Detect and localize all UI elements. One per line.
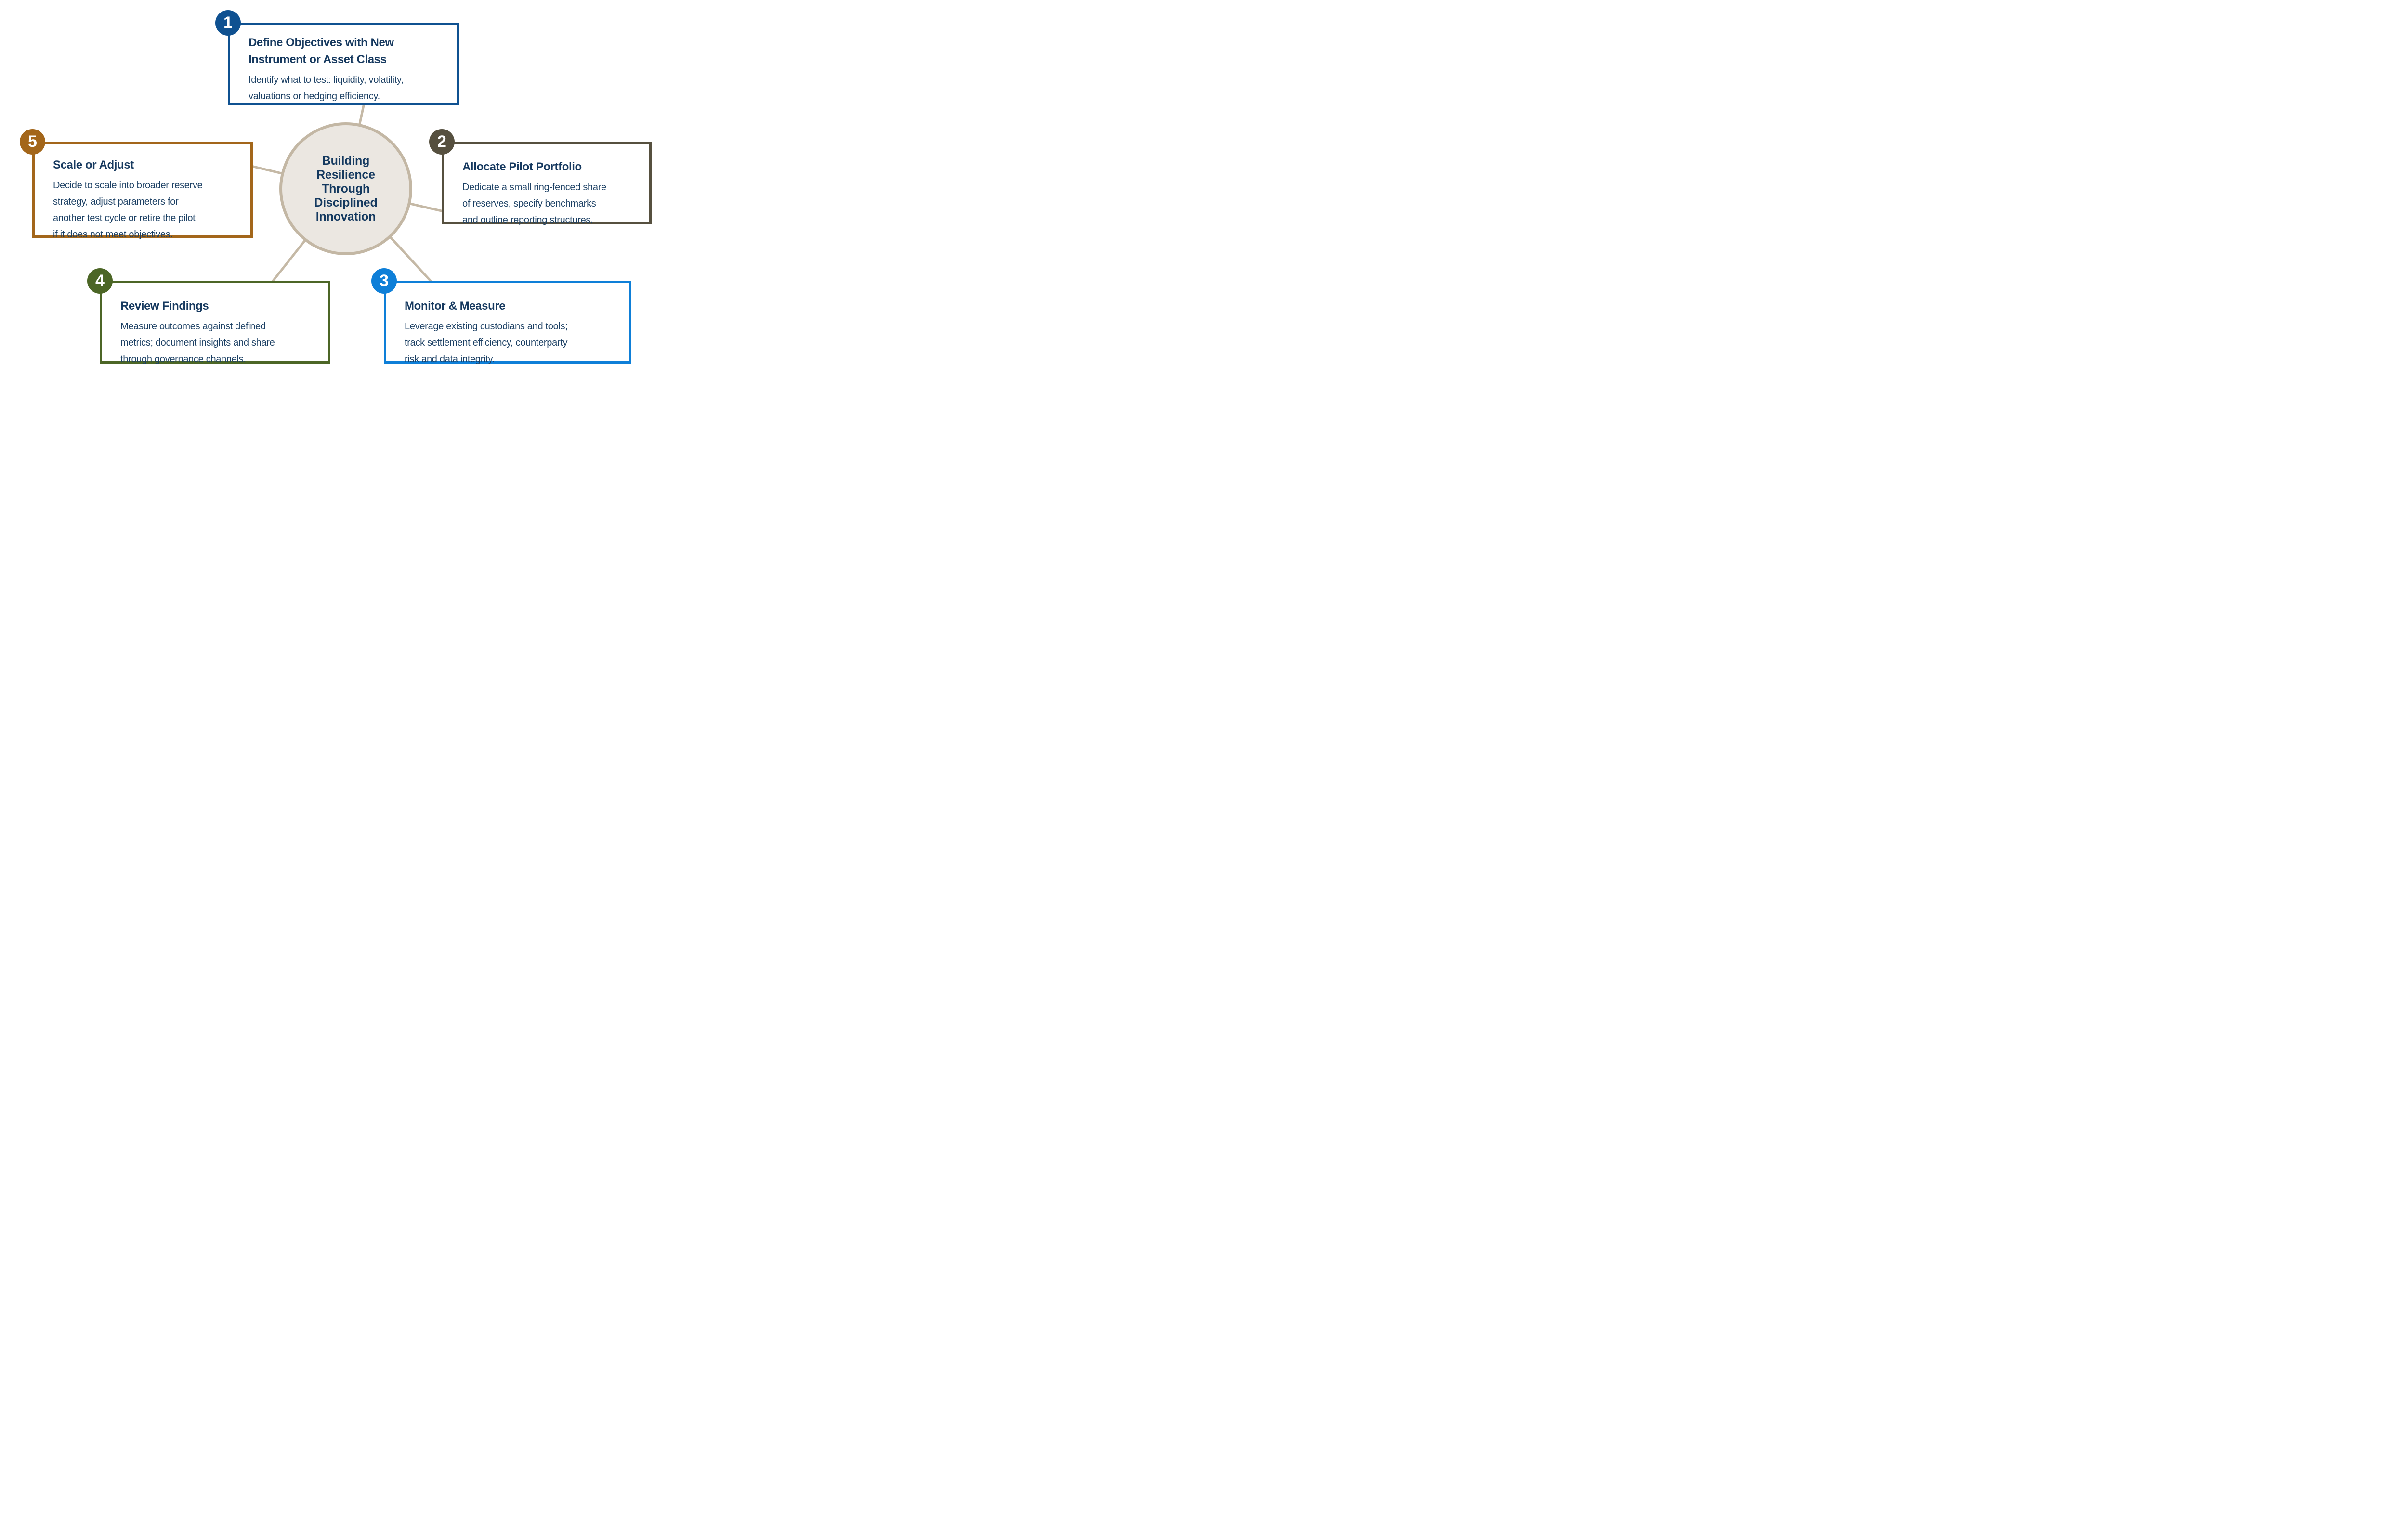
step-5-badge: 5 (20, 129, 45, 155)
step-3-title: Monitor & Measure (405, 299, 506, 312)
step-box-1: Define Objectives with New Instrument or… (228, 23, 459, 105)
step-1-description: Identify what to test: liquidity, volati… (249, 75, 404, 102)
step-2-title: Allocate Pilot Portfolio (462, 160, 582, 173)
step-3-badge: 3 (371, 268, 397, 294)
step-box-4: Review Findings Measure outcomes against… (100, 281, 330, 364)
step-1-number: 1 (223, 13, 233, 32)
step-5-description: Decide to scale into broader reserve str… (53, 180, 203, 240)
infographic-canvas: Building Resilience Through Disciplined … (0, 0, 672, 384)
step-box-5: Scale or Adjust Decide to scale into bro… (32, 142, 253, 240)
step-2-badge: 2 (429, 129, 455, 155)
center-title: Building Resilience Through Disciplined … (314, 154, 378, 223)
step-4-description: Measure outcomes against defined metrics… (120, 321, 275, 364)
step-3-number: 3 (380, 272, 389, 290)
step-box-2: Allocate Pilot Portfolio Dedicate a smal… (442, 142, 652, 225)
step-2-description: Dedicate a small ring-fenced share of re… (462, 182, 606, 225)
step-4-badge: 4 (87, 268, 113, 294)
step-5-title: Scale or Adjust (53, 158, 134, 171)
step-2-number: 2 (437, 132, 446, 151)
step-1-title: Define Objectives with New Instrument or… (249, 36, 394, 66)
center-circle: Building Resilience Through Disciplined … (279, 122, 412, 255)
step-box-3: Monitor & Measure Leverage existing cust… (384, 281, 631, 364)
step-3-description: Leverage existing custodians and tools; … (405, 321, 568, 364)
step-1-badge: 1 (215, 10, 241, 36)
step-4-number: 4 (95, 272, 105, 290)
step-4-title: Review Findings (120, 299, 209, 312)
step-5-number: 5 (28, 132, 37, 151)
